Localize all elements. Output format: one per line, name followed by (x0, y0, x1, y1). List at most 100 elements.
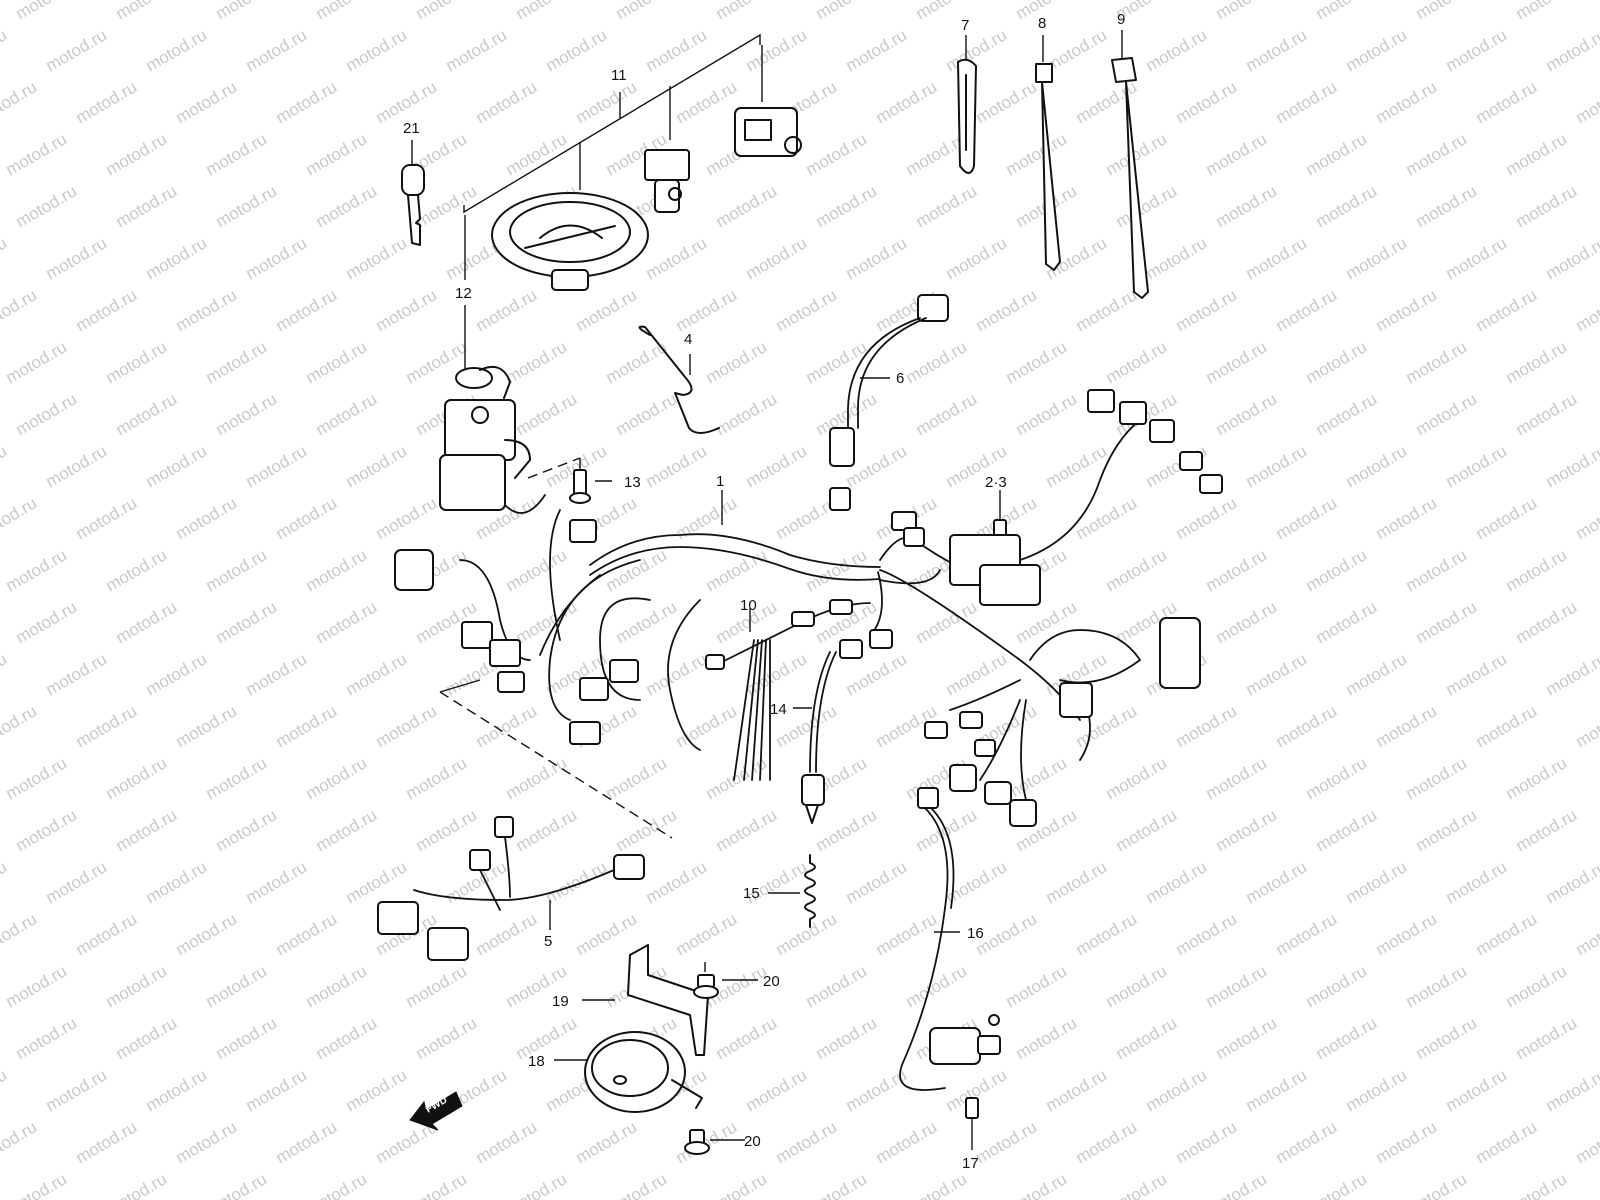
watermark-text: motod.ru (303, 753, 371, 803)
watermark-text: motod.ru (1403, 129, 1471, 179)
watermark-text: motod.ru (1173, 701, 1241, 751)
callout-9: 9 (1117, 11, 1125, 28)
watermark-text: motod.ru (303, 961, 371, 1011)
watermark-text: motod.ru (503, 753, 571, 803)
watermark-text: motod.ru (773, 285, 841, 335)
watermark-text: motod.ru (573, 909, 641, 959)
watermark-text: motod.ru (703, 1169, 771, 1200)
watermark-text: motod.ru (113, 805, 181, 855)
watermark-text: motod.ru (1543, 441, 1600, 491)
watermark-text: motod.ru (1303, 961, 1371, 1011)
watermark-text: motod.ru (1113, 1013, 1181, 1063)
watermark-text: motod.ru (43, 857, 111, 907)
watermark-text: motod.ru (1173, 493, 1241, 543)
watermark-text: motod.ru (1213, 1013, 1281, 1063)
watermark-text: motod.ru (0, 909, 40, 959)
watermark-text: motod.ru (303, 1169, 371, 1200)
callout-21: 21 (403, 120, 420, 137)
part-10-sub-harness (705, 599, 871, 781)
watermark-text: motod.ru (73, 493, 141, 543)
watermark-text: motod.ru (613, 389, 681, 439)
watermark-text: motod.ru (1403, 1169, 1471, 1200)
watermark-text: motod.ru (0, 649, 10, 699)
watermark-text: motod.ru (613, 805, 681, 855)
watermark-text: motod.ru (403, 961, 471, 1011)
watermark-text: motod.ru (713, 1013, 781, 1063)
watermark-text: motod.ru (373, 493, 441, 543)
watermark-text: motod.ru (173, 77, 241, 127)
watermark-text: motod.ru (1373, 77, 1441, 127)
watermark-text: motod.ru (1473, 285, 1541, 335)
watermark-text: motod.ru (1413, 597, 1481, 647)
watermark-text: motod.ru (1513, 181, 1581, 231)
watermark-text: motod.ru (343, 441, 411, 491)
watermark-text: motod.ru (213, 597, 281, 647)
watermark-text: motod.ru (43, 233, 111, 283)
part-18-horn (554, 1031, 703, 1113)
watermark-text: motod.ru (103, 753, 171, 803)
watermark-text: motod.ru (603, 1169, 671, 1200)
watermark-text: motod.ru (343, 857, 411, 907)
watermark-text: motod.ru (613, 0, 681, 23)
watermark-text: motod.ru (173, 909, 241, 959)
watermark-text: motod.ru (373, 701, 441, 751)
watermark-text: motod.ru (1313, 1013, 1381, 1063)
watermark-text: motod.ru (1373, 1117, 1441, 1167)
watermark-text: motod.ru (1443, 233, 1511, 283)
part-15-spring (768, 854, 816, 928)
watermark-text: motod.ru (1043, 441, 1111, 491)
watermark-text: motod.ru (513, 389, 581, 439)
watermark-text: motod.ru (3, 1169, 71, 1200)
watermark-text: motod.ru (803, 961, 871, 1011)
watermark-text: motod.ru (1303, 753, 1371, 803)
watermark-text: motod.ru (1543, 857, 1600, 907)
watermark-text: motod.ru (573, 285, 641, 335)
watermark-text: motod.ru (973, 1117, 1041, 1167)
watermark-text: motod.ru (113, 597, 181, 647)
watermark-text: motod.ru (343, 1065, 411, 1115)
watermark-text: motod.ru (1403, 961, 1471, 1011)
watermark-text: motod.ru (1173, 1117, 1241, 1167)
watermark-text: motod.ru (103, 545, 171, 595)
watermark-text: motod.ru (1343, 441, 1411, 491)
watermark-text: motod.ru (1343, 233, 1411, 283)
watermark-text: motod.ru (503, 545, 571, 595)
part-19-bracket (582, 944, 709, 1056)
watermark-text: motod.ru (1313, 0, 1381, 23)
watermark-text: motod.ru (173, 701, 241, 751)
watermark-text: motod.ru (3, 337, 71, 387)
watermark-text: motod.ru (43, 441, 111, 491)
watermark-text: motod.ru (513, 0, 581, 23)
callout-12: 12 (455, 285, 472, 302)
watermark-text: motod.ru (903, 337, 971, 387)
watermark-text: motod.ru (1143, 857, 1211, 907)
watermark-text: motod.ru (1373, 909, 1441, 959)
callout-14: 14 (770, 701, 787, 718)
watermark-text: motod.ru (1503, 961, 1571, 1011)
callout-4: 4 (684, 331, 692, 348)
watermark-text: motod.ru (673, 909, 741, 959)
watermark-text: motod.ru (1013, 1013, 1081, 1063)
watermark-text: motod.ru (743, 233, 811, 283)
watermark-text: motod.ru (1173, 77, 1241, 127)
callout-8: 8 (1038, 15, 1046, 32)
watermark-text: motod.ru (0, 1065, 10, 1115)
watermark-text: motod.ru (1113, 181, 1181, 231)
watermark-text: motod.ru (813, 805, 881, 855)
watermark-text: motod.ru (0, 1117, 40, 1167)
callout-5: 5 (544, 933, 552, 950)
watermark-text: motod.ru (13, 389, 81, 439)
watermark-text: motod.ru (213, 805, 281, 855)
watermark-text: motod.ru (513, 1013, 581, 1063)
watermark-text: motod.ru (303, 337, 371, 387)
watermark-text: motod.ru (413, 0, 481, 23)
callout-15: 15 (743, 885, 760, 902)
watermark-text: motod.ru (573, 1117, 641, 1167)
watermark-text: motod.ru (173, 493, 241, 543)
watermark-text: motod.ru (1143, 1065, 1211, 1115)
watermark-text: motod.ru (1513, 597, 1581, 647)
watermark-text: motod.ru (1243, 441, 1311, 491)
watermark-text: motod.ru (473, 909, 541, 959)
watermark-text: motod.ru (243, 25, 311, 75)
part-11-lock-set (463, 33, 802, 291)
